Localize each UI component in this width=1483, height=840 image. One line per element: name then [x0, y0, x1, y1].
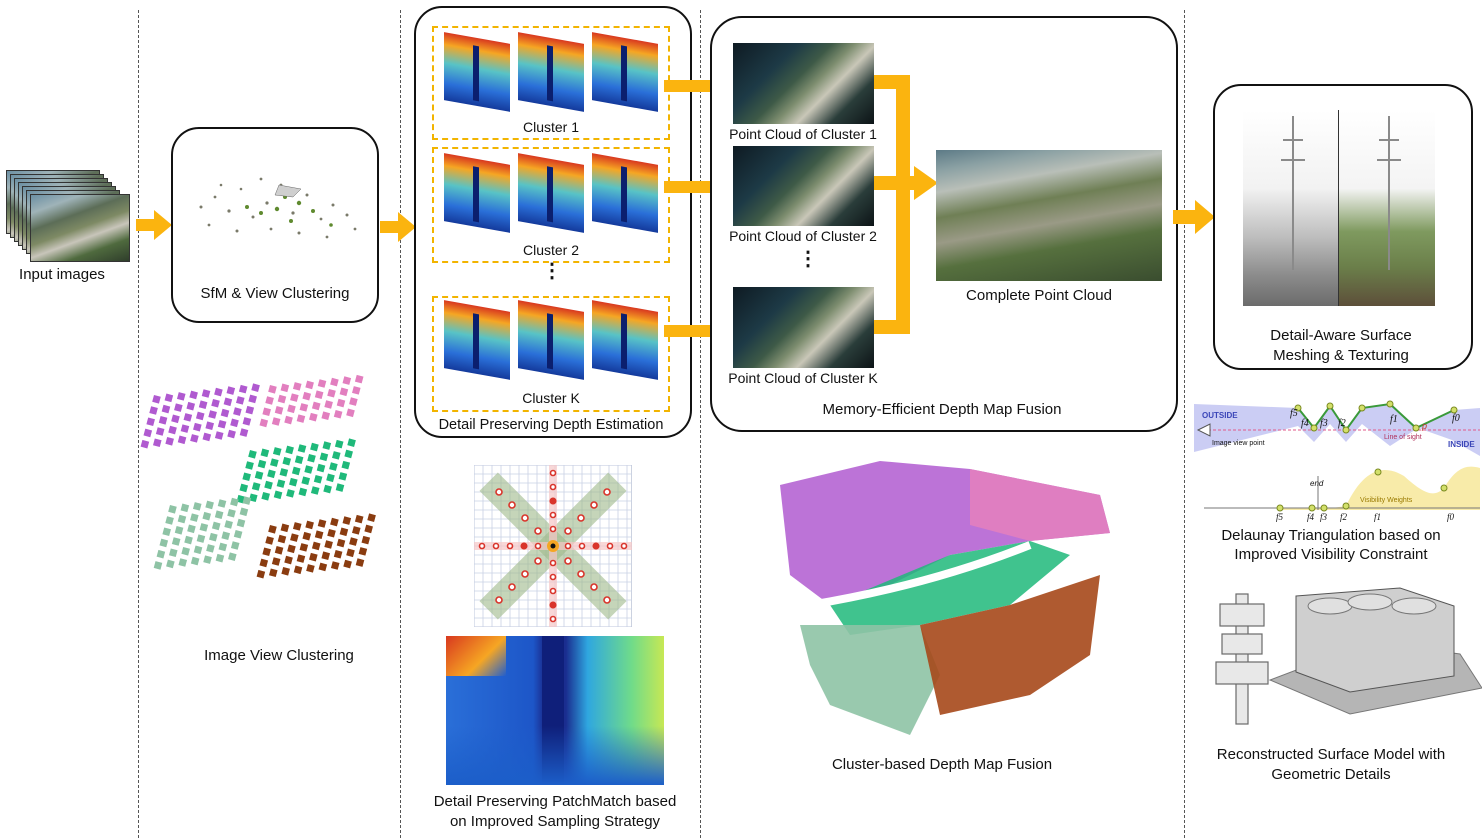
delaunay-caption-line1: Delaunay Triangulation based on: [1221, 527, 1441, 544]
cluster-2-label: Cluster 2: [522, 242, 580, 258]
point-cloud-cluster-k-label: Point Cloud of Cluster K: [728, 370, 878, 386]
mesh-textured: [1339, 110, 1435, 306]
image-view-clustering-graphic: [140, 374, 376, 579]
cluster-based-fusion-graphic: [780, 461, 1110, 735]
point-cloud-cluster-1: [733, 43, 874, 124]
reconstructed-surface-models: [1215, 587, 1482, 725]
inside-label: INSIDE: [1448, 440, 1475, 449]
point-cloud-cluster-2-label: Point Cloud of Cluster 2: [729, 228, 877, 244]
divider-1: [138, 10, 139, 838]
sparse-point-cloud: [199, 177, 357, 239]
depth-estimation-title: Detail Preserving Depth Estimation: [438, 417, 664, 433]
point-cloud-cluster-k: [733, 287, 874, 368]
visibility-weights-label: Visibility Weights: [1360, 497, 1413, 504]
point-cloud-ellipsis: ⋮: [798, 248, 818, 270]
meshing-line2: Meshing & Texturing: [1273, 347, 1409, 364]
divider-4: [1184, 10, 1185, 838]
image-view-clustering-label: Image View Clustering: [204, 647, 354, 664]
complete-point-cloud-label: Complete Point Cloud: [966, 287, 1112, 304]
delaunay-visibility-diagram: [1194, 400, 1480, 512]
patchmatch-sampling-pattern: [474, 465, 632, 627]
mesh-untextured: [1243, 110, 1339, 306]
cluster-k-group: [432, 296, 670, 412]
line-of-sight-label: Line of sight: [1384, 434, 1422, 441]
patchmatch-caption-line2: on Improved Sampling Strategy: [449, 813, 661, 830]
input-images-label: Input images: [19, 266, 105, 283]
point-cloud-cluster-1-label: Point Cloud of Cluster 1: [729, 126, 877, 142]
sfm-label: SfM & View Clustering: [200, 285, 350, 302]
meshing-box: Detail-Aware Surface Meshing & Texturing: [1213, 84, 1473, 370]
cluster-k-label: Cluster K: [522, 390, 580, 406]
reconstructed-caption-line2: Geometric Details: [1271, 766, 1391, 783]
divider-3: [700, 10, 701, 838]
cluster-1-label: Cluster 1: [522, 119, 580, 135]
patchmatch-caption-line1: Detail Preserving PatchMatch based: [433, 793, 677, 810]
end-label: end: [1310, 479, 1324, 488]
cluster-ellipsis: ⋮: [542, 260, 562, 282]
tower-icon: [1281, 116, 1401, 270]
outside-label: OUTSIDE: [1202, 411, 1238, 420]
point-cloud-cluster-2: [733, 146, 874, 226]
image-view-point-label: Image view point: [1212, 440, 1265, 447]
meshing-line1: Detail-Aware Surface: [1270, 327, 1412, 344]
patchmatch-depth-map: [446, 636, 664, 785]
point-p-label: p: [1422, 421, 1428, 431]
cluster-fusion-caption: Cluster-based Depth Map Fusion: [831, 756, 1053, 773]
merge-connector: [874, 75, 938, 334]
divider-2: [400, 10, 401, 838]
fusion-title: Memory-Efficient Depth Map Fusion: [822, 401, 1062, 418]
arrow-sfm-to-depth: [380, 212, 416, 242]
cluster-2-group: [432, 147, 670, 263]
arrow-input-to-sfm: [136, 210, 172, 240]
sfm-box: SfM & View Clustering: [171, 127, 379, 323]
input-image-stack: [6, 170, 130, 262]
complete-point-cloud: [936, 150, 1162, 281]
reconstructed-caption-line1: Reconstructed Surface Model with: [1216, 746, 1446, 763]
arrow-fusion-to-meshing: [1173, 200, 1215, 234]
delaunay-caption-line2: Improved Visibility Constraint: [1234, 546, 1428, 563]
